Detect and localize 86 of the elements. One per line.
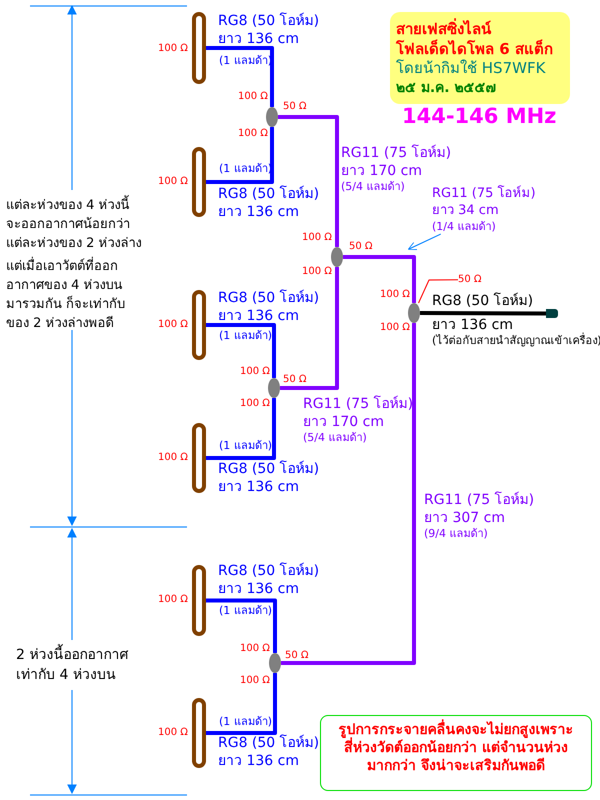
cable-label: RG8 (50 โอห์ม) <box>218 290 320 306</box>
wavelength-note: (1 แลมด้า) <box>219 716 272 729</box>
coax-cable <box>206 398 276 460</box>
junction-connector <box>331 247 343 267</box>
impedance-label: 100 Ω <box>240 366 270 378</box>
coax-cable <box>280 267 339 390</box>
cable-label: ยาว 136 cm <box>218 753 299 770</box>
impedance-label: 50 Ω <box>349 241 373 252</box>
impedance-label: 100 Ω <box>240 398 270 410</box>
title-card <box>390 12 570 104</box>
folded-dipole <box>192 698 206 768</box>
annotation-text: แต่เมื่อเอาวัตต์ที่ออกอากาศของ 4 ห่วงบน มารวมกัน ก็จะเท่ากับของ 2 ห่วงล่างพอดี <box>6 258 142 334</box>
cable-label: RG11 (75 โอห์ม) <box>424 492 534 508</box>
cable-label: RG8 (50 โอห์ม) <box>218 13 320 30</box>
junction-connector <box>266 107 278 127</box>
cable-label: RG8 (50 โอห์ม) <box>218 563 320 580</box>
cable-label: RG8 (50 โอห์ม) <box>218 735 320 752</box>
cable-label: ยาว 136 cm <box>218 479 299 496</box>
impedance-label: 50 Ω <box>283 374 307 386</box>
frequency-label: 144-146 MHz <box>402 104 556 128</box>
cable-label: RG11 (75 โอห์ม) <box>303 396 414 412</box>
impedance-label: 100 Ω <box>380 322 410 334</box>
cable-label: ยาว 307 cm <box>424 510 505 526</box>
impedance-label: 100 Ω <box>240 643 270 654</box>
impedance-label: 100 Ω <box>158 452 188 464</box>
wavelength-note: (1 แลมด้า) <box>219 330 272 343</box>
coax-cable <box>206 127 274 184</box>
folded-dipole <box>192 290 206 360</box>
annotation-text: 2 ห่วงนี้ออกอากาศ เท่ากับ 4 ห่วงบน <box>16 645 156 686</box>
folded-dipole <box>192 565 206 636</box>
coax-cable <box>206 46 274 107</box>
folded-dipole <box>192 12 206 84</box>
wavelength-note: (5/4 แลมด้า) <box>303 432 367 445</box>
coax-cable <box>206 673 277 735</box>
impedance-label: 100 Ω <box>380 289 410 300</box>
wavelength-note: (5/4 แลมด้า) <box>341 181 405 194</box>
folded-dipole <box>192 147 206 217</box>
cable-label: ยาว 136 cm <box>218 204 299 220</box>
cable-label: RG8 (50 โอห์ม) <box>218 461 320 478</box>
note-text: รูปการกระจายคลื่นคงจะไม่ยกสูงเพราะ สี่ห่วงวัดต์ออกน้อยกว่า แต่จำนวนห่วง มากกว่า จึงน่าจะเสริมกันพอดี <box>329 721 583 776</box>
note-box <box>320 715 592 791</box>
impedance-label: 100 Ω <box>240 675 270 686</box>
cable-label: ยาว 136 cm <box>218 581 299 598</box>
annotation-text: RG8 (50 โอห์ม) <box>432 293 534 310</box>
date-text: ๒๕ ม.ค. ๒๕๕๗ <box>396 78 498 97</box>
impedance-label: 100 Ω <box>158 727 188 738</box>
leader-line <box>418 279 458 304</box>
wavelength-note: (1/4 แลมด้า) <box>432 220 497 234</box>
author-text: โดยน้ากิมใช้ HS7WFK <box>396 59 546 78</box>
junction-connector <box>408 303 420 323</box>
impedance-label: 50 Ω <box>285 650 309 662</box>
leader-line <box>408 234 442 250</box>
wavelength-note: (1 แลมด้า) <box>219 440 272 453</box>
impedance-label: 100 Ω <box>238 128 268 140</box>
wavelength-note: (1 แลมด้า) <box>219 605 272 618</box>
impedance-label: 100 Ω <box>302 232 332 244</box>
cable-label: ยาว 136 cm <box>218 308 299 324</box>
impedance-label: 100 Ω <box>158 594 188 606</box>
folded-dipole <box>192 423 206 493</box>
title-text: สายเฟสซิ่งไลน์ โฟลเด็ดไดโพล 6 สแต็ก <box>396 20 554 59</box>
coax-cable <box>206 323 276 378</box>
coax-cable <box>206 598 277 653</box>
impedance-label: 100 Ω <box>238 91 268 102</box>
cable-length: ยาว 34 cm <box>432 202 500 220</box>
impedance-label: 100 Ω <box>158 176 188 188</box>
impedance-label: 100 Ω <box>158 319 188 330</box>
junction-connector <box>269 653 281 673</box>
cable-type: RG11 (75 โอห์ม) <box>432 186 537 203</box>
cable-label: ยาว 136 cm <box>218 31 299 48</box>
impedance-label: 100 Ω <box>302 266 332 278</box>
junction-connector <box>268 378 280 398</box>
coax-cable <box>278 115 339 247</box>
impedance-label: 50 Ω <box>283 101 307 112</box>
cable-label: ยาว 170 cm <box>303 414 384 430</box>
cable-label: RG8 (50 โอห์ม) <box>218 186 320 202</box>
coax-cable <box>281 323 416 665</box>
cable-label: ยาว 170 cm <box>341 163 422 180</box>
wavelength-note: (9/4 แลมด้า) <box>424 528 488 541</box>
annotation-text: แต่ละห่วงของ 4 ห่วงนี้ จะออกอากาศน้อยกว่า แต่ละห่วงของ 2 ห่วงล่าง <box>6 197 142 254</box>
impedance-label: 100 Ω <box>158 43 188 54</box>
coax-plug <box>546 309 558 318</box>
coax-cable <box>343 255 416 303</box>
impedance-label: 50 Ω <box>458 273 483 286</box>
annotation-text: ยาว 136 cm <box>432 317 513 333</box>
coax-cable <box>420 311 546 316</box>
cable-label: RG11 (75 โอห์ม) <box>341 145 452 162</box>
